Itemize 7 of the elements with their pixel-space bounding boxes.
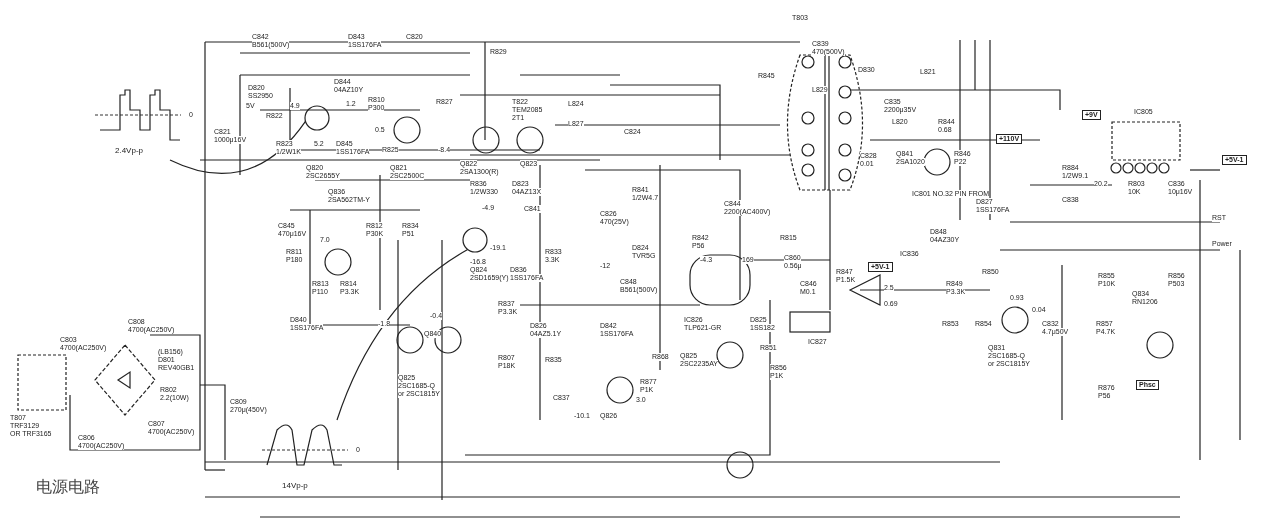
diagram-title: 电源电路	[36, 478, 100, 496]
amplitude-label: 14Vp-p	[282, 482, 308, 490]
transistor-symbol	[462, 227, 488, 253]
transistor-symbol	[304, 105, 330, 131]
amplitude-label: 2.4Vp-p	[115, 147, 144, 155]
leader-line	[336, 248, 469, 421]
leader-line	[169, 120, 307, 175]
